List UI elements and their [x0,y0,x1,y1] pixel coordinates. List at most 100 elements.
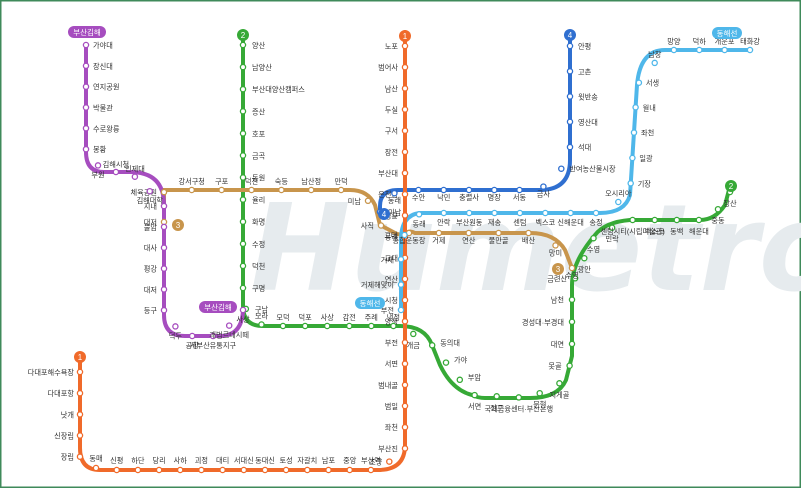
station-label-line2[interactable]: 서면 [468,402,481,411]
station-label-donghae[interactable]: 남창 [648,50,662,59]
station-label-line1[interactable]: 좌천 [385,423,398,432]
station-dot-line1[interactable] [304,466,311,474]
station-label-gimhae[interactable]: 박물관 [93,104,113,113]
gimhae-badge-sasang[interactable]: 부산김해 [199,301,237,313]
station-label-donghae[interactable]: 재송 [488,218,502,227]
station-label-donghae[interactable]: 벡스코 [535,218,555,227]
line-1-badge-bottom[interactable]: 1 [74,351,86,363]
station-label-line4[interactable]: 안평 [578,42,591,51]
station-dot-gimhae[interactable] [225,322,233,329]
station-label-gimhae[interactable]: 공항 [186,341,200,350]
station-dot-line4[interactable] [566,93,574,100]
station-label-line1[interactable]: 사하 [174,456,188,465]
station-label-line1[interactable]: 자갈치 [297,456,317,465]
station-label-donghae[interactable]: 망양 [667,37,681,46]
station-dot-gimhae[interactable] [160,306,168,314]
station-label-gimhae[interactable]: 김해대학 [137,196,164,205]
station-label-line1[interactable]: 명륜 [385,211,399,220]
station-dot-line2[interactable] [428,342,436,349]
station-dot-line1[interactable] [367,466,375,474]
station-label-line2[interactable]: 가야 [454,356,468,365]
station-label-line2[interactable]: 냉정 [387,313,400,322]
station-dot-line4[interactable] [566,68,574,75]
station-dot-gimhae[interactable] [146,187,154,195]
donghae-badge-top[interactable]: 동해선 [712,27,742,39]
station-label-line4[interactable]: 수안 [412,193,426,202]
station-label-line2[interactable]: 동원 [252,174,265,183]
station-dot-line2[interactable] [442,359,450,366]
station-label-donghae[interactable]: 월내 [643,103,656,112]
station-dot-line2[interactable] [279,322,287,330]
station-dot-line2[interactable] [566,362,573,369]
station-dot-donghae[interactable] [632,104,639,111]
station-dot-gimhae[interactable] [160,265,168,272]
station-label-line2[interactable]: 덕천 [252,262,265,271]
station-label-line1[interactable]: 연산 [385,275,399,284]
station-label-line2[interactable]: 모라 [255,312,269,321]
station-dot-donghae[interactable] [651,59,658,67]
station-dot-line2[interactable] [239,174,247,181]
station-label-donghae[interactable]: 일광 [639,154,653,163]
station-label-donghae[interactable]: 교대 [384,231,397,240]
station-dot-line1[interactable] [401,423,409,431]
station-label-line4[interactable]: 석대 [578,143,591,152]
line-2-badge-end[interactable]: 2 [725,180,737,192]
station-label-line2[interactable]: 문현 [533,400,546,409]
station-dot-line1[interactable] [401,127,409,134]
station-label-line2[interactable]: 동의대 [440,338,460,347]
station-dot-line2[interactable] [239,262,247,270]
station-dot-line1[interactable] [134,466,142,474]
station-label-line1[interactable]: 온천장 [378,190,398,199]
station-dot-line1[interactable] [401,296,409,304]
station-dot-donghae[interactable] [516,209,524,217]
station-label-line1[interactable]: 동대신 [255,456,275,465]
station-dot-line3[interactable] [377,222,385,229]
station-label-line2[interactable]: 중동 [711,216,725,225]
station-label-line3[interactable]: 거제 [432,236,445,245]
station-dot-gimhae[interactable] [82,104,90,111]
station-label-donghae[interactable]: 서생 [646,79,659,88]
station-dot-line2[interactable] [239,284,247,292]
station-label-line4[interactable]: 영산대 [578,118,598,127]
station-label-line1[interactable]: 부산역 [361,456,381,465]
station-label-line1[interactable]: 대티 [216,456,229,465]
station-label-donghae[interactable]: 덕하 [693,37,707,46]
station-label-line3[interactable]: 만덕 [334,177,347,186]
station-label-donghae[interactable]: 동래 [412,219,425,228]
station-dot-line3[interactable] [307,186,315,194]
station-label-line1[interactable]: 서면 [385,360,398,369]
station-label-line2[interactable]: 구명 [252,284,265,293]
donghae-badge-mid[interactable]: 동해선 [355,297,385,309]
line-3-badge-right[interactable]: 3 [552,263,564,275]
station-label-line2[interactable]: 경성대·부경대 [522,318,564,327]
station-label-gimhae[interactable]: 덕두 [169,331,183,340]
station-dot-line4[interactable] [465,186,473,194]
station-label-donghae[interactable]: 안락 [437,218,451,227]
station-label-gimhae[interactable]: 대저 [144,285,157,294]
station-label-donghae[interactable]: 거제해맞이 [361,281,394,290]
station-label-donghae[interactable]: 좌천 [641,129,654,138]
station-label-line4[interactable]: 반여농산물시장 [569,165,616,174]
station-dot-line1[interactable] [401,148,409,156]
station-label-gimhae[interactable]: 김해시청 [103,160,129,169]
station-dot-donghae[interactable] [440,209,448,217]
station-dot-line2[interactable] [471,391,478,399]
station-label-line2[interactable]: 구남 [255,305,269,314]
station-label-line2[interactable]: 수영 [587,245,600,254]
station-dot-line2[interactable] [456,376,464,384]
station-dot-line2[interactable] [714,205,722,213]
station-label-line4[interactable]: 금사 [537,190,551,199]
station-dot-line1[interactable] [401,275,409,283]
station-label-line1[interactable]: 동매 [89,454,102,463]
station-dot-gimhae[interactable] [82,83,90,90]
station-label-line1[interactable]: 구서 [385,127,398,136]
station-label-line3[interactable]: 미남 [348,197,362,206]
station-dot-gimhae[interactable] [209,332,217,340]
station-label-line3[interactable]: 대저 [144,218,157,227]
station-dot-line1[interactable] [240,466,248,474]
station-dot-line3[interactable] [160,188,168,196]
station-label-line2[interactable]: 덕포 [298,313,312,322]
station-dot-donghae[interactable] [746,46,754,54]
station-dot-line4[interactable] [558,165,565,172]
station-dot-line3[interactable] [552,242,559,249]
